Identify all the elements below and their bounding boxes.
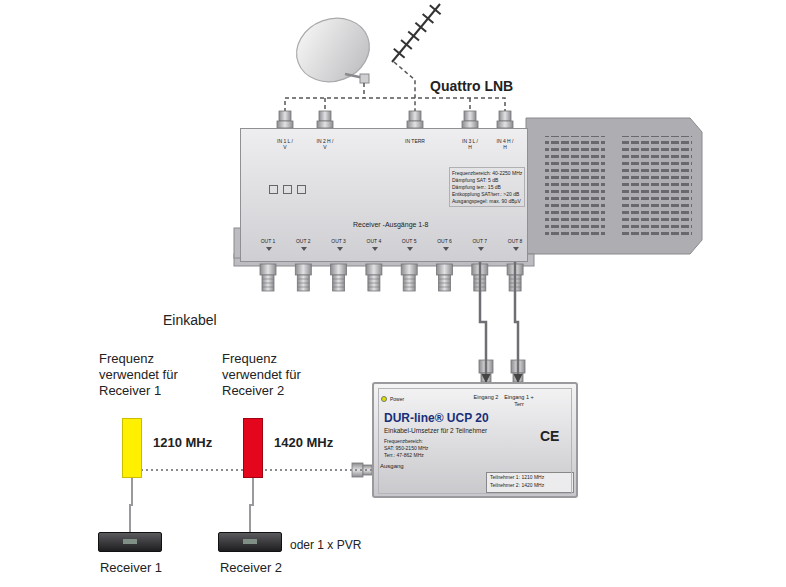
cable (250, 478, 253, 532)
receiver-box: Receiver 2 (218, 532, 282, 552)
note-label: oder 1 x PVR (290, 538, 361, 552)
device-label: Quattro LNB (430, 78, 513, 95)
lnb-cable (363, 83, 365, 98)
receiver-display (123, 539, 137, 544)
yagi-antenna (430, 5, 441, 14)
satellite-dish (288, 8, 379, 92)
yagi-antenna (392, 4, 441, 62)
receiver-label: Receiver 2 (201, 560, 301, 576)
lnb-cable (394, 62, 415, 112)
product-name: DUR-line® UCP 20 (384, 411, 489, 425)
spec-frame (449, 167, 525, 207)
power-supply-housing (526, 118, 702, 254)
yagi-antenna (408, 31, 419, 40)
output-connector (295, 264, 311, 291)
output-marker (337, 247, 343, 251)
output-marker (478, 247, 484, 251)
frequency-caption: Frequenz verwendet für Receiver 1 (99, 351, 203, 399)
input-connector (497, 111, 513, 128)
output-marker (266, 247, 272, 251)
lnb-cable (285, 98, 505, 112)
rating-sticker (486, 472, 574, 493)
receiver-display (243, 539, 257, 544)
output-marker (372, 247, 378, 251)
output-marker (443, 247, 449, 251)
output-connector (331, 264, 347, 291)
yagi-antenna (423, 14, 434, 23)
satellite-dish (288, 8, 379, 92)
power-supply-housing (545, 136, 605, 236)
unicable-converter: DUR-line® UCP 20 Einkabel-Umsetzer für 2 … (372, 382, 578, 498)
frequency-bar: Frequenz verwendet für Receiver 11210 MH… (122, 418, 142, 478)
multiswitch-housing: Receiver -Ausgänge 1-8 (240, 128, 528, 262)
frequency-value: 1210 MHz (151, 435, 214, 451)
power-led (381, 396, 387, 402)
frequency-bar: Frequenz verwendet für Receiver 21420 MH… (243, 418, 263, 478)
cable (130, 478, 132, 532)
yagi-antenna (401, 40, 412, 49)
warning-symbol (297, 185, 306, 194)
input-connector (317, 111, 333, 128)
product-description: Einkabel-Umsetzer für 2 Teilnehmer (384, 427, 487, 435)
section-heading: Einkabel (163, 312, 217, 329)
yagi-antenna (394, 49, 405, 58)
power-supply-housing (526, 118, 702, 254)
warning-symbol (269, 185, 278, 194)
frequency-value: 1420 MHz (272, 435, 335, 451)
cable (515, 262, 518, 382)
input-connector (277, 111, 293, 128)
lnb-cable (469, 98, 471, 112)
output-marker (301, 247, 307, 251)
output-connector (260, 264, 276, 291)
output-connector (401, 264, 417, 291)
output-connector (366, 264, 382, 291)
lnb-cable (324, 98, 326, 112)
input-connector (277, 111, 513, 128)
output-marker (513, 247, 519, 251)
cable (263, 469, 372, 471)
output-marker (407, 247, 413, 251)
receiver-label: Receiver 1 (81, 560, 181, 576)
output-connector (437, 264, 453, 291)
input-connector (407, 111, 423, 128)
frequency-caption: Frequenz verwendet für Receiver 2 (222, 351, 326, 399)
power-supply-housing (622, 136, 692, 236)
output-connector (260, 264, 523, 291)
output-heading: Receiver -Ausgänge 1-8 (353, 221, 429, 229)
receiver-box: Receiver 1 (98, 532, 162, 552)
cable (480, 262, 486, 382)
input-connector (462, 111, 478, 128)
front-panel (378, 388, 572, 494)
yagi-antenna (392, 4, 440, 62)
cable (142, 469, 243, 471)
lnb-cable (285, 62, 505, 112)
satellite-dish (360, 74, 369, 83)
yagi-antenna (415, 23, 426, 32)
warning-symbol (283, 185, 292, 194)
